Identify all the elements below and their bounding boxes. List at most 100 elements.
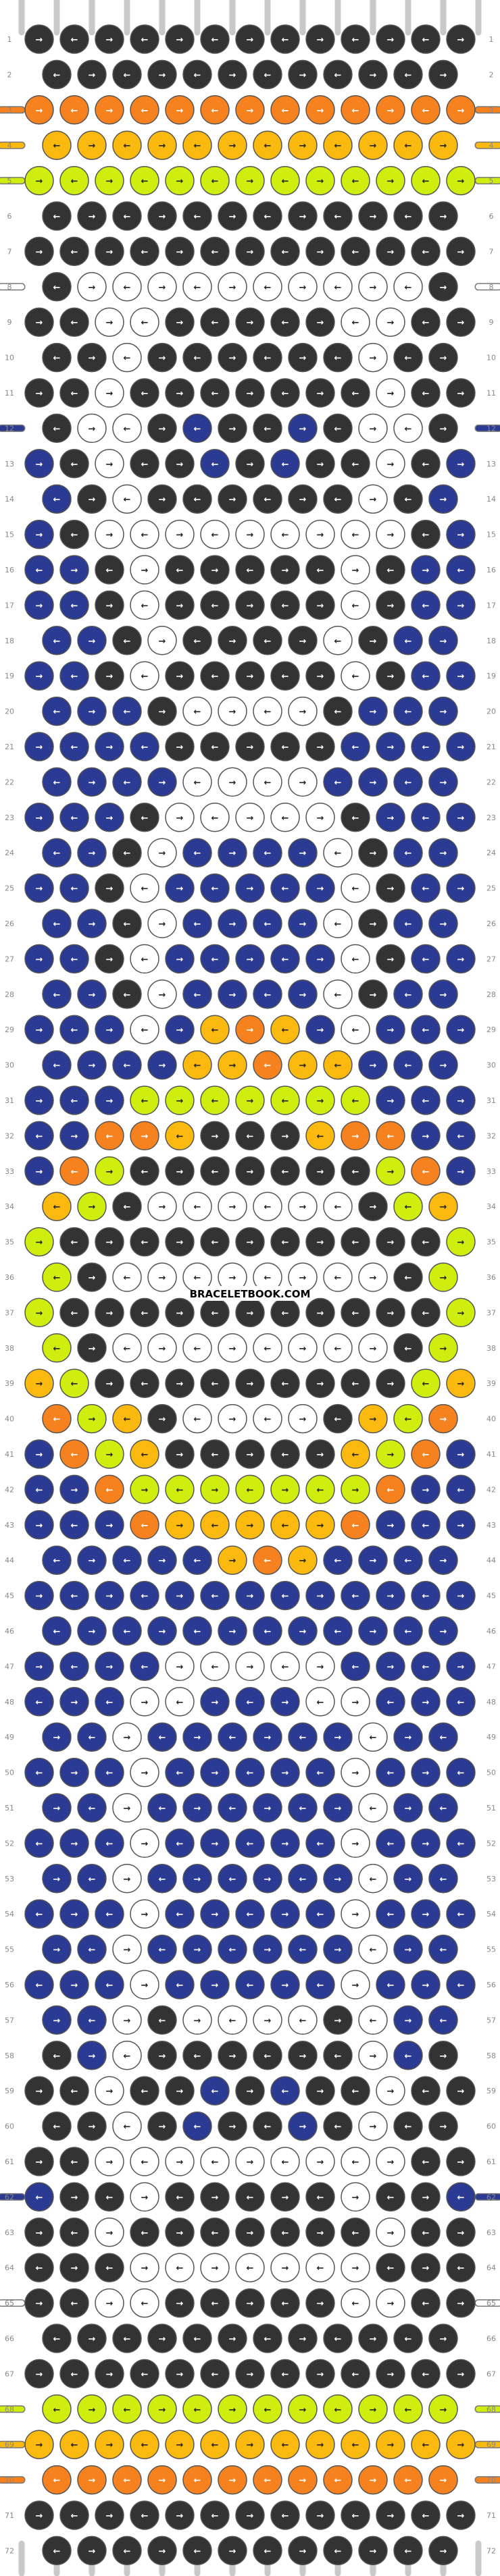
knot-arrow-icon: ← [405,1415,412,1425]
row-number-right: 48 [486,1698,496,1707]
knot: ← [95,1899,124,1929]
knot-circle [253,484,282,514]
knot-arrow-icon: ← [352,813,359,824]
knot: → [218,201,247,231]
knot-circle [376,661,405,691]
knot-circle [24,95,54,125]
knot-circle [323,767,353,797]
knot: → [305,944,335,974]
knot-arrow-icon: → [159,1273,166,1283]
knot: ← [411,24,441,54]
knot-arrow-icon: → [387,247,395,257]
knot-circle [288,2324,318,2353]
knot-arrow-icon: ← [352,601,359,611]
knot-arrow-icon: → [36,2440,43,2450]
knot-circle [147,1864,177,1894]
knot-circle [218,2111,247,2141]
knot: ← [42,838,72,867]
knot: → [77,980,107,1009]
knot-arrow-icon: ← [71,1167,78,1177]
knot: ← [376,1474,405,1505]
knot-arrow-icon: ← [352,1521,359,1531]
knot-arrow-icon: → [457,1450,465,1460]
knot-arrow-icon: → [457,2087,465,2097]
knot: → [24,1651,54,1682]
knot-circle [24,1757,54,1788]
knot: → [393,1793,423,1823]
knot-circle [200,732,230,761]
knot-circle [42,909,72,938]
knot-circle [200,307,230,337]
row-number-left: 45 [5,1592,14,1601]
knot: → [130,1687,159,1717]
knot-arrow-icon: ← [457,1981,465,1991]
knot: ← [182,696,212,726]
row-number-left: 30 [5,1061,14,1070]
knot-circle [42,980,72,1009]
knot-circle [411,590,441,620]
knot: ← [165,1687,195,1717]
knot-arrow-icon: ← [53,70,61,80]
row-number-left: 58 [5,2051,14,2060]
knot-arrow-icon: → [176,601,184,611]
knot-arrow-icon: ← [352,318,359,328]
knot: ← [112,838,142,867]
watermark: BRACELETBOOK.COM [190,1288,311,1300]
knot: ← [305,1828,335,1858]
row-number-right: 63 [486,2228,496,2237]
knot-circle [130,1368,159,1398]
knot-circle [358,342,388,373]
knot-circle [95,1297,124,1328]
knot: ← [235,2182,265,2212]
knot-arrow-icon: → [387,743,395,753]
knot-arrow-icon: → [159,141,166,151]
knot-arrow-icon: ← [211,743,219,753]
row-number-left: 70 [5,2476,14,2485]
knot-circle [288,1545,318,1575]
knot-arrow-icon: ← [71,1096,78,1106]
knot-circle [95,95,124,125]
knot-circle [112,767,142,797]
knot-arrow-icon: ← [229,2016,236,2026]
knot-circle [341,661,370,691]
knot: → [358,484,388,514]
knot: ← [200,1156,230,1186]
knot: ← [393,838,423,867]
knot: → [288,201,318,231]
knot-arrow-icon: ← [211,2511,219,2521]
knot: → [182,2005,212,2035]
knot-arrow-icon: ← [422,460,430,470]
knot-circle [95,1687,124,1717]
knot: ← [200,307,230,337]
knot-arrow-icon: ← [53,1556,61,1566]
knot-arrow-icon: → [176,1662,184,1672]
knot-circle [376,449,405,479]
knot-arrow-icon: ← [405,2546,412,2556]
knot-circle [235,519,265,549]
knot-arrow-icon: → [229,1344,236,1354]
knot: → [165,944,195,974]
knot: → [24,519,54,549]
knot-arrow-icon: ← [71,2369,78,2380]
knot: → [270,1970,300,2000]
knot-circle [200,803,230,832]
knot-arrow-icon: → [89,1061,96,1071]
knot-arrow-icon: ← [334,212,342,222]
knot-circle [428,484,458,514]
knot-circle [200,1828,230,1858]
knot-arrow-icon: ← [141,672,149,682]
knot: ← [376,1687,405,1717]
knot: ← [200,873,230,903]
knot: ← [341,590,370,620]
knot-circle [270,1828,300,1858]
knot-arrow-icon: → [247,1379,254,1389]
knot-circle [24,1121,54,1151]
knot-arrow-icon: → [457,35,465,45]
knot: → [270,2182,300,2212]
knot-circle [376,1368,405,1398]
knot-arrow-icon: → [124,2016,131,2026]
knot: ← [393,59,423,90]
knot-arrow-icon: ← [124,1415,131,1425]
knot-circle [112,626,142,655]
knot-circle [411,519,441,549]
